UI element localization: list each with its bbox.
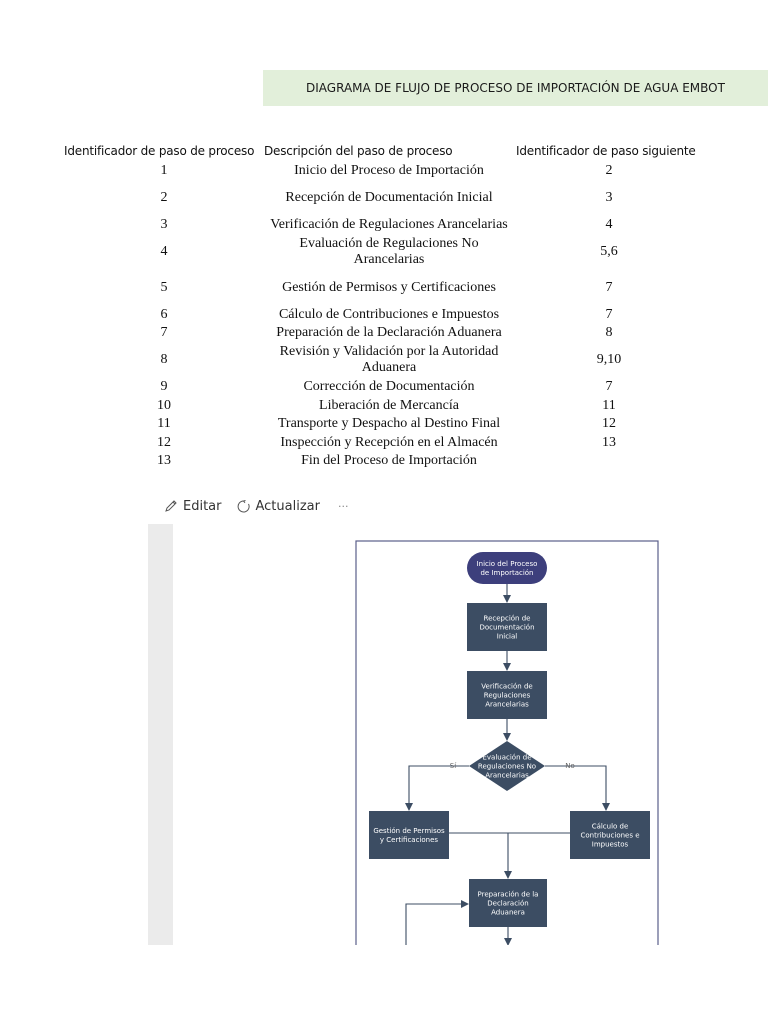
edit-label: Editar xyxy=(183,498,222,514)
more-options-icon: ··· xyxy=(337,499,349,513)
connector-no-calculation xyxy=(545,765,610,811)
no-label: No xyxy=(565,762,575,770)
svg-text:Regulaciones: Regulaciones xyxy=(484,692,531,700)
svg-text:Cálculo de: Cálculo de xyxy=(592,823,629,831)
svg-text:Preparación de la: Preparación de la xyxy=(478,891,539,899)
calculation-node xyxy=(570,811,650,859)
svg-text:Gestión de Permisos: Gestión de Permisos xyxy=(373,827,445,835)
next-step-id: 9,10 xyxy=(596,352,622,367)
next-step-id: 5,6 xyxy=(600,244,618,259)
refresh-label: Actualizar xyxy=(255,498,320,514)
step-description: Cálculo de Contribuciones e Impuestos xyxy=(278,307,500,322)
yes-label: Sí xyxy=(450,762,457,770)
svg-text:y Certificaciones: y Certificaciones xyxy=(380,836,438,844)
svg-text:Recepción de: Recepción de xyxy=(484,615,531,623)
step-description: Evaluación de Regulaciones No Arancelari… xyxy=(299,236,479,267)
svg-text:Arancelarias: Arancelarias xyxy=(485,772,529,780)
header-next-step-id: Identificador de paso siguiente xyxy=(516,144,696,158)
step-description: Inspección y Recepción en el Almacén xyxy=(280,435,498,450)
step-id: 9 xyxy=(160,379,168,394)
step-id: 1 xyxy=(160,163,168,178)
step-id: 2 xyxy=(160,190,168,205)
header-step-id: Identificador de paso de proceso xyxy=(64,144,255,158)
next-step-id: 4 xyxy=(605,217,613,232)
svg-text:Contribuciones e: Contribuciones e xyxy=(580,832,639,840)
reception-node xyxy=(467,603,547,651)
svg-text:Documentación: Documentación xyxy=(479,624,534,632)
svg-text:Arancelarias: Arancelarias xyxy=(485,701,529,709)
more-options-button[interactable]: ··· xyxy=(338,500,349,513)
permits-node xyxy=(369,811,449,859)
next-step-id: 7 xyxy=(605,280,613,295)
step-id: 7 xyxy=(160,325,168,340)
step-description: Fin del Proceso de Importación xyxy=(301,453,477,468)
next-step-id: 12 xyxy=(602,416,616,431)
step-description: Corrección de Documentación xyxy=(303,379,475,394)
sheet-title-bar: DIAGRAMA DE FLUJO DE PROCESO DE IMPORTAC… xyxy=(263,70,768,106)
verification-node xyxy=(467,671,547,719)
connector-correction-loop xyxy=(405,900,469,945)
step-id: 13 xyxy=(157,453,171,468)
step-description: Verificación de Regulaciones Arancelaria… xyxy=(270,217,508,232)
next-step-id: 13 xyxy=(602,435,616,450)
evaluation-decision-node xyxy=(469,741,545,791)
step-id: 5 xyxy=(160,280,168,295)
next-step-id: 11 xyxy=(602,398,616,413)
svg-text:Inicio del Proceso: Inicio del Proceso xyxy=(477,560,538,568)
step-id: 6 xyxy=(160,307,168,322)
next-step-id: 8 xyxy=(605,325,613,340)
step-description: Transporte y Despacho al Destino Final xyxy=(277,416,501,431)
step-id: 11 xyxy=(157,416,171,431)
step-id: 12 xyxy=(157,435,171,450)
start-node xyxy=(467,552,547,584)
connector-yes-permits xyxy=(405,765,469,811)
next-step-id: 2 xyxy=(605,163,613,178)
step-id: 10 xyxy=(157,398,171,413)
step-id: 8 xyxy=(160,352,168,367)
svg-text:Declaración: Declaración xyxy=(487,900,528,908)
svg-text:de Importación: de Importación xyxy=(480,569,533,577)
panel-left-gutter xyxy=(148,524,173,945)
flowchart-border xyxy=(355,540,659,945)
next-step-id: 7 xyxy=(605,379,613,394)
refresh-icon xyxy=(237,499,250,512)
step-description: Revisión y Validación por la Autoridad A… xyxy=(279,344,499,375)
next-step-id: 7 xyxy=(605,307,613,322)
svg-text:Verificación de: Verificación de xyxy=(481,683,532,691)
edit-button[interactable]: Editar xyxy=(164,499,222,514)
pencil-icon xyxy=(165,500,177,512)
sheet-title: DIAGRAMA DE FLUJO DE PROCESO DE IMPORTAC… xyxy=(306,81,725,95)
flowchart-panel: Editar Actualizar ··· Inicio del Proceso… xyxy=(148,488,703,945)
svg-text:Regulaciones No: Regulaciones No xyxy=(478,763,536,771)
svg-text:Evaluación de: Evaluación de xyxy=(482,754,531,762)
flowchart-toolbar: Editar Actualizar ··· xyxy=(148,488,703,525)
step-id: 4 xyxy=(160,244,168,259)
step-description: Liberación de Mercancía xyxy=(319,398,459,413)
declaration-node xyxy=(469,879,547,927)
svg-text:Aduanera: Aduanera xyxy=(491,909,525,917)
step-id: 3 xyxy=(160,217,168,232)
step-description: Recepción de Documentación Inicial xyxy=(285,190,493,205)
header-step-description: Descripción del paso de proceso xyxy=(264,144,453,158)
next-step-id xyxy=(560,452,658,470)
svg-text:Impuestos: Impuestos xyxy=(592,841,629,849)
step-description: Inicio del Proceso de Importación xyxy=(294,163,484,178)
refresh-button[interactable]: Actualizar xyxy=(236,499,320,514)
step-description: Gestión de Permisos y Certificaciones xyxy=(282,280,496,295)
svg-text:Inicial: Inicial xyxy=(497,633,518,641)
step-description: Preparación de la Declaración Aduanera xyxy=(276,325,502,340)
next-step-id: 3 xyxy=(605,190,613,205)
